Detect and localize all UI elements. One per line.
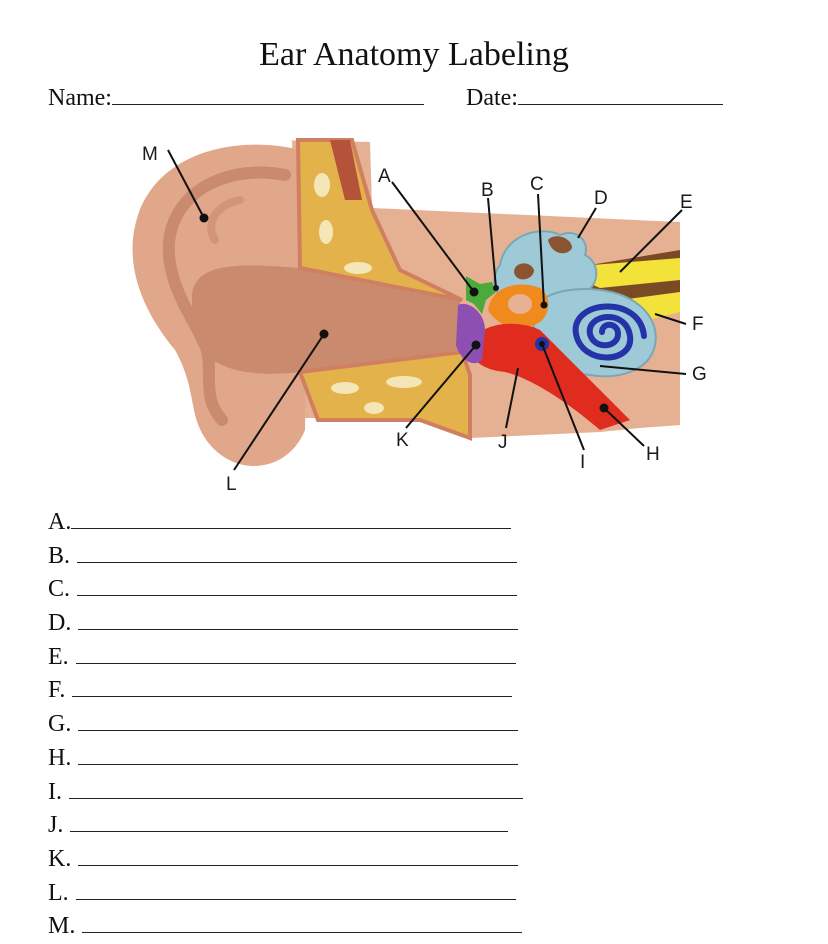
answer-line[interactable] bbox=[75, 875, 516, 900]
answer-line[interactable] bbox=[72, 672, 513, 698]
canal-hole-2 bbox=[548, 236, 572, 254]
answer-line[interactable] bbox=[78, 740, 519, 765]
answer-row: G. bbox=[48, 706, 523, 740]
bone-upper-inner bbox=[330, 140, 362, 200]
answer-letter: B. bbox=[48, 542, 71, 569]
label-f: F bbox=[692, 314, 704, 335]
answer-list: A. B. C. D. E. F. G. H. I. J. K. L. M. bbox=[48, 504, 523, 942]
page-title: Ear Anatomy Labeling bbox=[259, 36, 569, 73]
date-label: Date: bbox=[465, 85, 518, 111]
bone-spot-4 bbox=[331, 382, 359, 394]
bone-spot-2 bbox=[319, 220, 333, 244]
answer-letter: K. bbox=[48, 845, 72, 872]
answer-line[interactable] bbox=[71, 504, 512, 529]
canal-hole-1 bbox=[514, 263, 534, 280]
bone-spot-6 bbox=[364, 402, 384, 414]
answer-row: H. bbox=[48, 740, 523, 774]
bone-spot-3 bbox=[344, 262, 372, 274]
answer-line[interactable] bbox=[82, 908, 523, 934]
answer-letter: L. bbox=[48, 879, 69, 906]
answer-row: M. bbox=[48, 908, 523, 942]
answer-letter: F. bbox=[48, 677, 66, 704]
cochlea-spiral bbox=[572, 303, 647, 361]
answer-letter: M. bbox=[48, 913, 76, 940]
answer-row: I. bbox=[48, 774, 523, 808]
label-l: L bbox=[226, 474, 237, 495]
eustachian-tube bbox=[470, 323, 630, 430]
date-field-line[interactable] bbox=[517, 82, 723, 105]
bone-spot-1 bbox=[314, 173, 330, 197]
label-a: A bbox=[378, 166, 391, 187]
answer-letter: D. bbox=[48, 610, 72, 637]
label-e: E bbox=[680, 192, 693, 213]
label-d: D bbox=[594, 188, 608, 209]
answer-letter: I. bbox=[48, 778, 62, 805]
answer-row: D. bbox=[48, 605, 523, 639]
answer-line[interactable] bbox=[77, 571, 518, 597]
answer-row: K. bbox=[48, 841, 523, 875]
answer-line[interactable] bbox=[78, 605, 519, 631]
answer-letter: G. bbox=[48, 711, 72, 738]
answer-letter: C. bbox=[48, 576, 71, 603]
label-k: K bbox=[396, 430, 409, 451]
pinna-fold bbox=[162, 166, 291, 426]
pinna-inner-ridge bbox=[207, 196, 244, 244]
name-date-row: Name: Date: bbox=[48, 82, 723, 112]
answer-row: J. bbox=[48, 807, 523, 841]
answer-row: B. bbox=[48, 538, 523, 572]
answer-letter: A. bbox=[48, 509, 72, 535]
answer-row: F. bbox=[48, 672, 523, 706]
answer-line[interactable] bbox=[70, 807, 509, 833]
label-h: H bbox=[646, 444, 660, 465]
answer-row: A. bbox=[48, 504, 523, 538]
leader-lines bbox=[167, 149, 687, 471]
label-g: G bbox=[692, 364, 707, 385]
label-c: C bbox=[530, 174, 544, 195]
answer-line[interactable] bbox=[78, 706, 519, 732]
label-i: I bbox=[580, 452, 585, 473]
label-m: M bbox=[142, 144, 158, 165]
answer-letter: E. bbox=[48, 643, 69, 670]
ear-diagram: M A B C D E F G H I J K L bbox=[132, 138, 707, 495]
answer-letter: J. bbox=[48, 812, 64, 839]
leader-dots bbox=[199, 213, 609, 413]
bone-upper bbox=[295, 138, 463, 302]
ossicles bbox=[466, 276, 496, 314]
answer-row: E. bbox=[48, 639, 523, 673]
answer-line[interactable] bbox=[69, 774, 523, 799]
answer-line[interactable] bbox=[78, 841, 519, 866]
answer-row: L. bbox=[48, 875, 523, 909]
middle-ear-cavity bbox=[508, 294, 532, 314]
ear-canal bbox=[192, 265, 462, 374]
name-label: Name: bbox=[48, 85, 112, 111]
answer-letter: H. bbox=[48, 744, 72, 771]
bone-spot-5 bbox=[386, 376, 422, 388]
answer-row: C. bbox=[48, 571, 523, 605]
answer-line[interactable] bbox=[77, 538, 518, 563]
answer-line[interactable] bbox=[75, 639, 516, 664]
name-field-line[interactable] bbox=[111, 82, 424, 105]
label-j: J bbox=[498, 432, 508, 453]
label-b: B bbox=[481, 180, 494, 201]
